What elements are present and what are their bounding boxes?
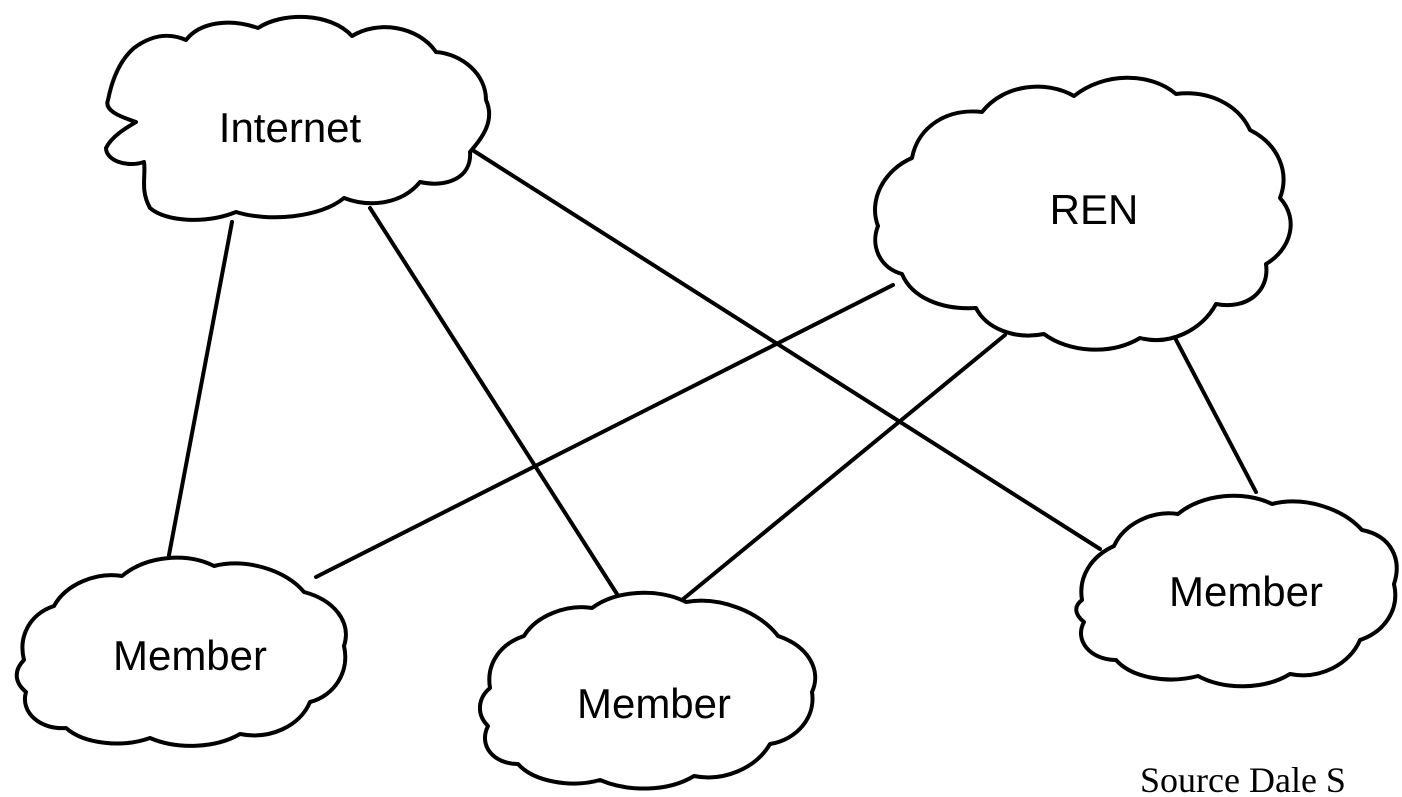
member-label: Member [1169, 568, 1323, 615]
source-credit: Source Dale S [1140, 760, 1346, 797]
member-label: Member [577, 680, 731, 727]
member-label: Member [113, 632, 267, 679]
member-cloud-3: Member [1074, 493, 1399, 689]
link-ren-member-3 [1172, 334, 1258, 494]
link-ren-member-1 [314, 283, 895, 579]
links [167, 149, 1258, 607]
link-internet-member-1 [167, 220, 234, 557]
cloud-outline [104, 14, 492, 222]
member-cloud-1: Member [14, 555, 348, 748]
ren-label: REN [1050, 186, 1139, 233]
link-internet-member-3 [472, 149, 1102, 551]
cloud-outline [478, 590, 818, 791]
internet-label: Internet [219, 104, 362, 151]
cloud-outline [873, 75, 1293, 352]
internet-cloud: Internet [104, 14, 492, 222]
cloud-outline [14, 555, 348, 748]
link-ren-member-2 [680, 333, 1007, 602]
cloud-outline [1074, 493, 1399, 689]
member-cloud-2: Member [478, 590, 818, 791]
ren-cloud: REN [873, 75, 1293, 352]
link-internet-member-2 [368, 206, 626, 607]
